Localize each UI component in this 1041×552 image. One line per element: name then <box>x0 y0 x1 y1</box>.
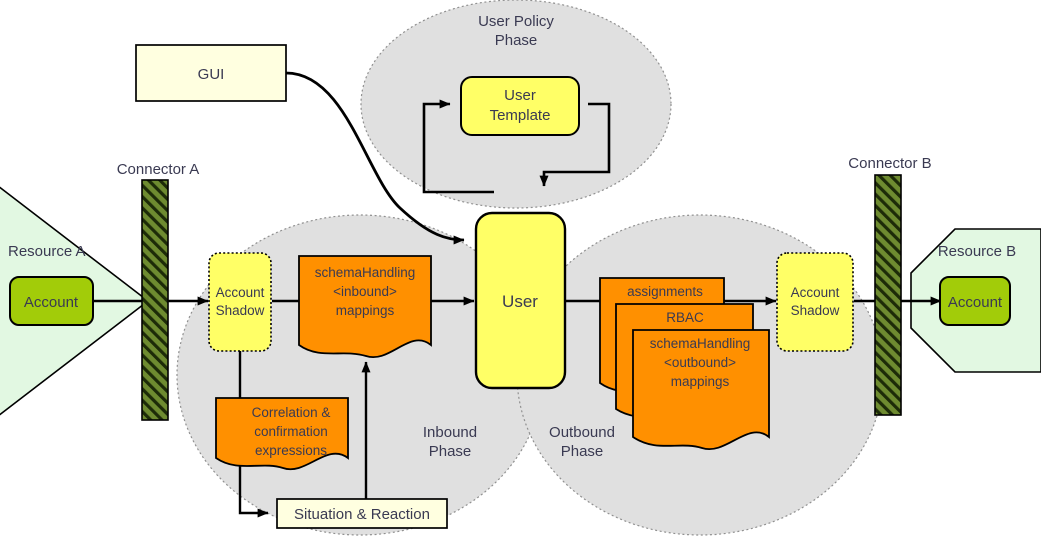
account-shadow-inbound-line1: Account <box>216 285 265 300</box>
account-a-label: Account <box>24 294 79 311</box>
doc-correlation-line2: confirmation <box>254 424 328 439</box>
user-label: User <box>502 292 538 311</box>
doc-assignments-label: assignments <box>627 284 703 299</box>
account-shadow-inbound-line2: Shadow <box>216 303 265 318</box>
user-box[interactable]: User <box>474 211 567 390</box>
user-template-box[interactable]: User Template <box>460 76 580 136</box>
doc-schema-inbound-line3: mappings <box>336 303 395 318</box>
connector-a-label: Connector A <box>117 161 200 178</box>
connector-b: Connector B <box>848 155 932 416</box>
connector-a: Connector A <box>117 161 200 421</box>
doc-rbac-label: RBAC <box>666 310 704 325</box>
doc-schema-outbound-line2: <outbound> <box>664 355 736 370</box>
gui-box[interactable]: GUI <box>135 44 287 102</box>
doc-schema-inbound-line2: <inbound> <box>333 284 397 299</box>
account-b-label: Account <box>948 294 1003 311</box>
doc-schema-inbound-line1: schemaHandling <box>315 265 416 280</box>
account-shadow-outbound[interactable]: Account Shadow <box>776 252 854 352</box>
phase-outbound-label-2: Phase <box>561 443 604 460</box>
account-shadow-outbound-line1: Account <box>791 285 840 300</box>
phase-outbound-label-1: Outbound <box>549 424 615 441</box>
phase-user-policy-label-1: User Policy <box>478 13 554 30</box>
doc-correlation-line1: Correlation & <box>252 405 331 420</box>
doc-schema-inbound: schemaHandling <inbound> mappings <box>298 255 432 359</box>
user-template-line1: User <box>504 87 536 104</box>
doc-correlation-line3: expressions <box>255 443 327 458</box>
phase-inbound-label-1: Inbound <box>423 424 477 441</box>
phase-inbound-label-2: Phase <box>429 443 472 460</box>
doc-schema-outbound-line3: mappings <box>671 374 730 389</box>
user-template-line2: Template <box>490 107 551 124</box>
doc-schema-outbound: schemaHandling <outbound> mappings <box>632 329 770 451</box>
connector-b-label: Connector B <box>848 155 931 172</box>
doc-correlation: Correlation & confirmation expressions <box>215 397 349 471</box>
gui-label: GUI <box>198 66 225 83</box>
situation-reaction-box[interactable]: Situation & Reaction <box>276 498 448 529</box>
phase-user-policy-label-2: Phase <box>495 32 538 49</box>
account-b[interactable]: Account <box>939 276 1011 326</box>
situation-reaction-label: Situation & Reaction <box>294 506 430 523</box>
account-shadow-inbound[interactable]: Account Shadow <box>208 252 272 352</box>
resource-a-label: Resource A <box>8 243 86 260</box>
account-shadow-outbound-line2: Shadow <box>791 303 840 318</box>
account-a[interactable]: Account <box>9 276 94 326</box>
doc-schema-outbound-line1: schemaHandling <box>650 336 751 351</box>
resource-b-label: Resource B <box>938 243 1016 260</box>
